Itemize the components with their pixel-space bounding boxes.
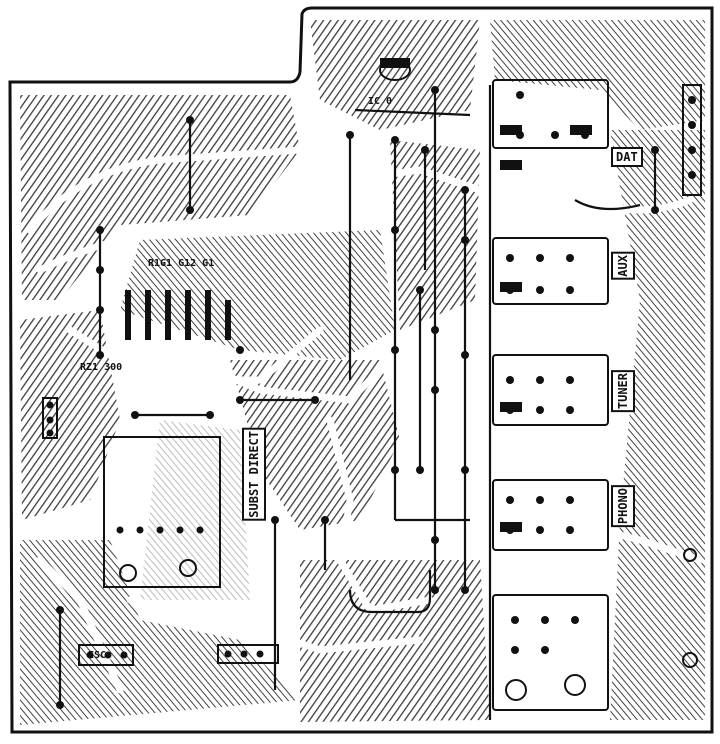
label-ic-top: IC 0 bbox=[368, 96, 393, 107]
label-dat: DAT bbox=[611, 147, 643, 167]
resistors bbox=[125, 58, 592, 532]
solder-pads bbox=[46, 86, 696, 709]
label-ic-mid: R1G1 G12 G1 bbox=[148, 258, 215, 269]
label-rz: RZ1 300 bbox=[80, 362, 123, 373]
component-outlines bbox=[42, 59, 702, 711]
label-subst-direct: SUBST DIRECT bbox=[242, 428, 266, 521]
label-aux: AUX bbox=[611, 252, 635, 280]
label-phono: PHONO bbox=[611, 485, 635, 528]
label-bottom-mark: ESC bbox=[88, 650, 107, 661]
label-tuner: TUNER bbox=[611, 370, 635, 413]
circuit-traces bbox=[58, 85, 657, 720]
isolation-traces bbox=[26, 146, 704, 694]
